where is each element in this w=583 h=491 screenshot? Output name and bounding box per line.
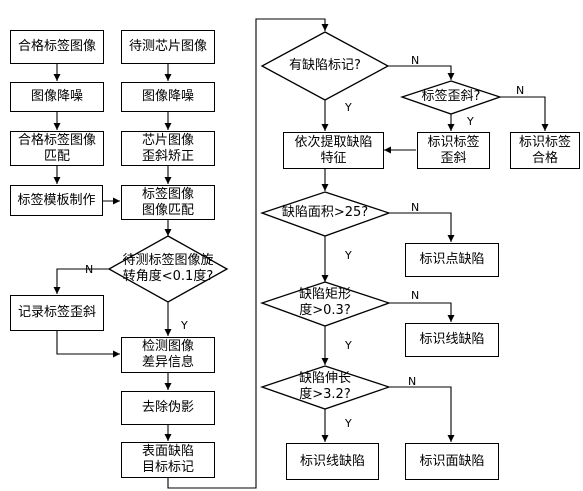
chip-tilt-correct-text: 芯片图像 歪斜矫正	[141, 132, 194, 164]
chip-tilt-correct-box: 芯片图像 歪斜矫正	[121, 131, 215, 166]
mark-tilt-box: 标识标签 歪斜	[417, 132, 490, 169]
area-check-decision: 缺陷面积>25?	[268, 204, 382, 222]
mark-qualified-text: 标识标签 合格	[518, 134, 571, 166]
detect-diff-box: 检测图像 差异信息	[121, 337, 215, 373]
surface-defect-text: 表面缺陷 目标标记	[141, 444, 194, 475]
elong-no-label: N	[408, 375, 417, 388]
arrow-rect-no-to-mark-line	[389, 302, 455, 322]
remove-false-text: 去除伪影	[141, 400, 194, 415]
mark-face-box: 标识面缺陷	[405, 443, 499, 480]
denoise-right-box: 图像降噪	[121, 82, 215, 112]
mark-line-1-text: 标识线缺陷	[419, 332, 485, 347]
detect-diff-text: 检测图像 差异信息	[141, 339, 194, 370]
rotation-no-label: N	[85, 263, 94, 276]
has-defect-no-label: N	[411, 54, 420, 67]
arrow-rotation-no-to-record	[53, 268, 109, 294]
elong-check-decision: 缺陷伸长 度>3.2?	[285, 369, 365, 405]
rect-no-label: N	[411, 289, 420, 302]
decision-rotation-shape	[107, 235, 229, 303]
mark-line-1-box: 标识线缺陷	[405, 323, 499, 357]
decision-area-shape	[260, 191, 391, 237]
arrow-has-defect-no-to-tilt	[388, 65, 455, 80]
decision-has-defect-shape	[260, 31, 390, 101]
has-defect-mark-text: 有缺陷标记?	[289, 58, 361, 73]
rect-yes-label: Y	[345, 339, 352, 352]
area-yes-label: Y	[345, 249, 352, 262]
label-image-match-box: 标签图像 图像匹配	[121, 185, 215, 220]
rect-check-decision: 缺陷矩形 度>0.3?	[285, 285, 365, 321]
qualified-match-text: 合格标签图像 匹配	[17, 132, 96, 164]
label-template-box: 标签模板制作	[10, 185, 103, 216]
label-template-text: 标签模板制作	[17, 192, 96, 208]
decision-elong-shape	[259, 365, 392, 410]
remove-false-box: 去除伪影	[121, 391, 215, 425]
area-no-label: N	[411, 201, 420, 214]
rect-check-text: 缺陷矩形 度>0.3?	[298, 287, 351, 318]
mark-tilt-text: 标识标签 歪斜	[427, 134, 480, 166]
chip-image-box: 待测芯片图像	[121, 30, 215, 64]
mark-face-text: 标识面缺陷	[419, 453, 485, 469]
label-image-match-text: 标签图像 图像匹配	[141, 186, 194, 218]
mark-point-box: 标识点缺陷	[405, 243, 499, 277]
mark-point-text: 标识点缺陷	[419, 252, 485, 267]
tilt-yes-label: Y	[467, 115, 474, 128]
decision-label-tilt-shape	[399, 80, 503, 115]
decision-rect-shape	[260, 281, 391, 327]
extract-defect-text: 依次提取缺陷 特征	[294, 134, 373, 166]
surface-defect-box: 表面缺陷 目标标记	[121, 442, 215, 478]
elong-yes-label: Y	[345, 417, 352, 430]
arrow-record-to-detect	[56, 331, 120, 358]
record-tilt-box: 记录标签歪斜	[10, 295, 104, 331]
area-check-text: 缺陷面积>25?	[281, 205, 369, 220]
rotation-check-text: 待测标签图像旋 转角度<0.1度?	[122, 253, 214, 284]
tilt-no-label: N	[516, 84, 525, 97]
record-tilt-text: 记录标签歪斜	[17, 305, 96, 320]
has-defect-yes-label: Y	[345, 101, 352, 114]
arrow-area-no-to-mark-point	[389, 212, 455, 242]
arrow-elong-no-to-mark-face	[389, 386, 455, 442]
mark-qualified-box: 标识标签 合格	[510, 132, 580, 169]
arrow-tilt-no-to-mark-qualified	[500, 96, 549, 131]
denoise-right-text: 图像降噪	[141, 89, 194, 104]
chip-image-text: 待测芯片图像	[128, 39, 207, 54]
qualified-label-image-box: 合格标签图像	[10, 30, 104, 64]
rotation-check-decision: 待测标签图像旋 转角度<0.1度?	[110, 250, 226, 288]
arrow-surface-to-has-defect	[167, 18, 329, 489]
elong-check-text: 缺陷伸长 度>3.2?	[298, 371, 351, 402]
extract-defect-box: 依次提取缺陷 特征	[283, 132, 384, 169]
rotation-yes-label: Y	[181, 319, 188, 332]
qualified-match-box: 合格标签图像 匹配	[10, 131, 104, 166]
denoise-left-text: 图像降噪	[30, 89, 83, 104]
label-tilt-text: 标签歪斜?	[421, 89, 481, 104]
label-tilt-decision: 标签歪斜?	[408, 88, 494, 106]
qualified-label-image-text: 合格标签图像	[17, 39, 96, 54]
mark-line-2-text: 标识线缺陷	[299, 453, 365, 469]
mark-line-2-box: 标识线缺陷	[286, 443, 379, 480]
has-defect-mark-decision: 有缺陷标记?	[268, 56, 382, 76]
denoise-left-box: 图像降噪	[10, 82, 104, 112]
